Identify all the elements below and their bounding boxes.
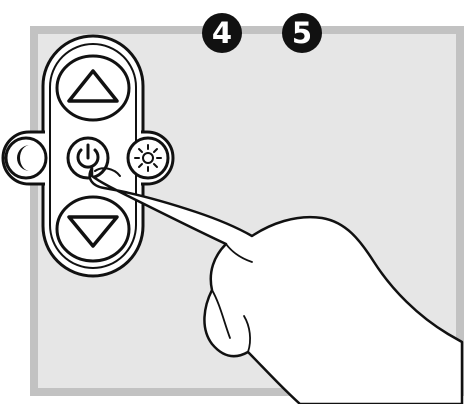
callout-4: 4 (202, 13, 242, 53)
down-button[interactable] (57, 197, 129, 261)
up-button[interactable] (57, 56, 129, 120)
callout-4-label: 4 (212, 16, 232, 50)
night-mode-button[interactable] (6, 138, 46, 178)
power-button[interactable] (68, 138, 108, 178)
callout-5-label: 5 (292, 16, 312, 50)
day-mode-button[interactable] (128, 138, 168, 178)
callout-5: 5 (282, 13, 322, 53)
